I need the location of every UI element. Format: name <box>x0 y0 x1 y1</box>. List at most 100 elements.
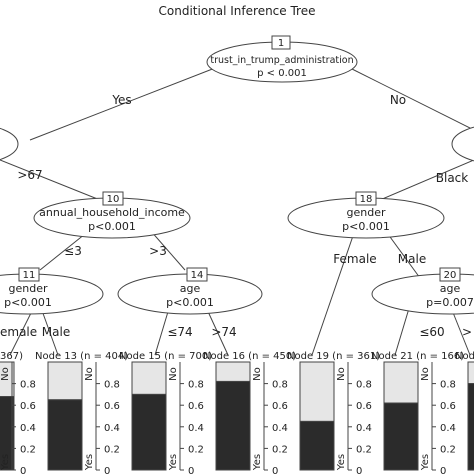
node-variable-10: annual_household_income <box>39 206 185 219</box>
category-label-no: No <box>0 367 11 381</box>
edge-label-yes: Yes <box>111 93 131 107</box>
axis-tick-label: 0 <box>356 466 362 474</box>
axis-tick-label: 0 <box>440 466 446 474</box>
axis-tick-label: 0.4 <box>20 423 36 434</box>
category-label-yes: Yes <box>168 454 179 471</box>
terminal-node-label: Node 21 (n = 166) <box>371 351 464 362</box>
terminal-node-label: Node 2 <box>455 351 474 362</box>
node-variable-18: gender <box>347 206 386 219</box>
axis-tick-label: 0.6 <box>440 401 456 412</box>
category-label-yes: Yes <box>84 454 95 471</box>
node-number-10: 10 <box>107 194 120 205</box>
axis-tick-label: 0.8 <box>20 380 36 391</box>
node-variable-20: age <box>440 282 461 295</box>
category-label-yes: Yes <box>420 454 431 471</box>
bar-yes-segment <box>215 380 251 471</box>
bar-no-segment <box>131 361 167 395</box>
terminal-nodes: 367)Node 13 (n = 404)Node 15 (n = 700)No… <box>0 351 474 474</box>
edge-label-male-11: Male <box>42 325 70 339</box>
axis-tick-label: 0.4 <box>356 423 372 434</box>
category-label-no: No <box>336 367 347 381</box>
bar-yes-segment <box>47 399 83 471</box>
terminal-node-label: Node 16 (n = 450) <box>203 351 296 362</box>
tree-title: Conditional Inference Tree <box>159 4 316 18</box>
terminal-node-label: Node 15 (n = 700) <box>119 351 212 362</box>
node-variable-11: gender <box>9 282 48 295</box>
node-p-14: p<0.001 <box>166 296 214 309</box>
node-p-10: p<0.001 <box>88 220 136 233</box>
node-p-18: p<0.001 <box>342 220 390 233</box>
axis-tick-label: 0.6 <box>188 401 204 412</box>
node-p-1: p < 0.001 <box>257 68 307 79</box>
axis-tick-label: 0.4 <box>440 423 456 434</box>
axis-tick-label: 0.2 <box>356 444 372 455</box>
bar-no-segment <box>467 361 474 385</box>
edge-label-female-18: Female <box>333 252 376 266</box>
terminal-node-label: 367) <box>0 351 23 362</box>
category-label-no: No <box>84 367 95 381</box>
axis-tick-label: 0.4 <box>272 423 288 434</box>
bar-yes-segment <box>383 402 419 471</box>
axis-tick-label: 0.8 <box>440 380 456 391</box>
axis-tick-label: 0.2 <box>104 444 120 455</box>
edge-label-gt3: >3 <box>149 244 167 258</box>
terminal-node-label: Node 13 (n = 404) <box>35 351 128 362</box>
node-box-10 <box>102 191 124 206</box>
axis-tick-label: 0.8 <box>272 380 288 391</box>
node-p-11: p<0.001 <box>4 296 52 309</box>
axis-tick-label: 0 <box>272 466 278 474</box>
node-number-18: 18 <box>360 194 373 205</box>
axis-tick-label: 0 <box>188 466 194 474</box>
category-label-yes: Yes <box>0 454 11 471</box>
axis-tick-label: 0.6 <box>356 401 372 412</box>
edge-label-le60: ≤60 <box>419 325 444 339</box>
axis-tick-label: 0.2 <box>272 444 288 455</box>
edge-label-female-11: emale <box>0 325 37 339</box>
axis-tick-label: 0.4 <box>104 423 120 434</box>
category-label-no: No <box>252 367 263 381</box>
axis-tick-label: 0.6 <box>104 401 120 412</box>
edge-label-male-18: Male <box>398 252 426 266</box>
node-p-20: p=0.007 <box>426 296 474 309</box>
edge-label-gt67: >67 <box>17 168 42 182</box>
bar-no-segment <box>215 361 251 382</box>
axis-tick-label: 0 <box>20 466 26 474</box>
axis-tick-label: 0.2 <box>188 444 204 455</box>
axis-tick-label: 0.6 <box>20 401 36 412</box>
category-label-yes: Yes <box>336 454 347 471</box>
axis-tick-label: 0.6 <box>272 401 288 412</box>
node-ellipse-right <box>451 126 474 162</box>
axis-tick-label: 0.8 <box>104 380 120 391</box>
node-box-1 <box>271 35 291 50</box>
edge-label-le74: ≤74 <box>167 325 192 339</box>
bar-yes-segment <box>131 393 167 471</box>
edge-label-gt74: >74 <box>211 325 236 339</box>
node-number-1: 1 <box>278 38 284 49</box>
category-label-yes: Yes <box>252 454 263 471</box>
axis-tick-label: 0.8 <box>188 380 204 391</box>
node-box-20 <box>439 267 461 282</box>
node-number-11: 11 <box>23 270 36 281</box>
node-variable-1: trust_in_trump_administration <box>210 55 353 66</box>
bar-no-segment <box>299 361 335 422</box>
node-box-14 <box>186 267 208 282</box>
node-box-11 <box>18 267 40 282</box>
axis-tick-label: 0.8 <box>356 380 372 391</box>
node-variable-14: age <box>180 282 201 295</box>
edge-label-gt60: > <box>462 325 472 339</box>
node-ellipse-left <box>0 127 19 161</box>
bar-no-segment <box>47 361 83 401</box>
bar-no-segment <box>383 361 419 404</box>
axis-tick-label: 0 <box>104 466 110 474</box>
category-label-no: No <box>168 367 179 381</box>
bar-no-segment <box>0 361 15 398</box>
bar-yes-segment <box>0 396 15 471</box>
edge-label-black: Black <box>436 171 469 185</box>
edge-label-le3: ≤3 <box>64 244 82 258</box>
node-box-18 <box>355 191 377 206</box>
bar-yes-segment <box>467 383 474 471</box>
node-number-20: 20 <box>444 270 457 281</box>
bar-yes-segment <box>299 420 335 471</box>
terminal-node-label: Node 19 (n = 361) <box>287 351 380 362</box>
